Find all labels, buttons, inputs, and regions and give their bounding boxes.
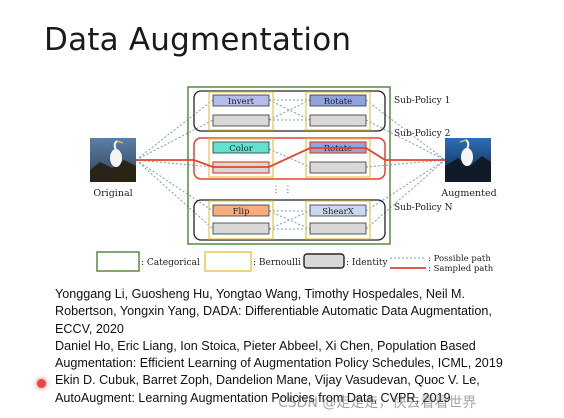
reference-line: Robertson, Yongxin Yang, DADA: Different…	[55, 304, 492, 319]
identity-box	[212, 222, 270, 235]
legend-bernoulli-label: : Bernoulli	[253, 258, 301, 268]
reference-line: Augmentation: Efficient Learning of Augm…	[55, 356, 503, 371]
op-rotate	[309, 94, 367, 107]
sub-policy-1-label: Sub-Policy 1	[394, 96, 450, 106]
op-color-label: Color	[229, 144, 253, 154]
legend-identity-label: : Identity	[346, 258, 388, 268]
identity-box	[212, 114, 270, 127]
possible-paths	[135, 99, 446, 230]
sub-policy-1: Invert Rotate	[193, 90, 386, 132]
op-flip-label: Flip	[233, 207, 250, 217]
laser-pointer-dot	[37, 379, 46, 388]
legend-sampled-label: : Sampled path	[428, 264, 494, 274]
augmented-label: Augmented	[440, 188, 496, 199]
reference-line: Daniel Ho, Eric Liang, Ion Stoica, Piete…	[55, 338, 476, 353]
references: Yonggang Li, Guosheng Hu, Yongtao Wang, …	[55, 286, 560, 407]
legend-bernoulli-swatch	[204, 251, 252, 272]
op-shearx	[309, 204, 367, 217]
op-invert-label: Invert	[228, 97, 255, 107]
op-flip	[212, 204, 270, 217]
op-shearx-label: ShearX	[322, 207, 354, 217]
legend-categorical-swatch	[96, 251, 140, 272]
identity-box	[309, 161, 367, 174]
op-color	[212, 141, 270, 154]
reference-line: AutoAugment: Learning Augmentation Polic…	[55, 390, 451, 405]
sub-policy-n-label: Sub-Policy N	[394, 203, 453, 213]
sub-policy-n: Flip ShearX	[193, 199, 386, 241]
identity-box	[309, 222, 367, 235]
legend: : Categorical : Bernoulli : Identity : P…	[96, 251, 494, 274]
legend-categorical-label: : Categorical	[141, 258, 200, 268]
slide-title: Data Augmentation	[44, 22, 352, 58]
original-label: Original	[93, 188, 132, 199]
legend-possible-label: : Possible path	[428, 254, 491, 264]
categorical-box	[187, 86, 391, 245]
augmented-image	[445, 138, 491, 182]
watermark: CSDN @走走走，快去看看世界	[278, 395, 477, 411]
reference-line: Ekin D. Cubuk, Barret Zoph, Dandelion Ma…	[55, 373, 480, 388]
ellipsis: ⋮ ⋮	[272, 185, 293, 195]
original-image	[90, 138, 136, 182]
sub-policy-2: Color Rotate	[193, 137, 386, 180]
op-rotate-label: Rotate	[324, 144, 352, 154]
legend-identity-swatch	[303, 253, 345, 269]
reference-line: ECCV, 2020	[55, 321, 124, 336]
op-invert	[212, 94, 270, 107]
reference-line: Yonggang Li, Guosheng Hu, Yongtao Wang, …	[55, 287, 466, 301]
op-rotate-label: Rotate	[324, 97, 352, 107]
sampled-path	[136, 147, 445, 168]
identity-box	[309, 114, 367, 127]
sub-policy-2-label: Sub-Policy 2	[394, 129, 450, 139]
